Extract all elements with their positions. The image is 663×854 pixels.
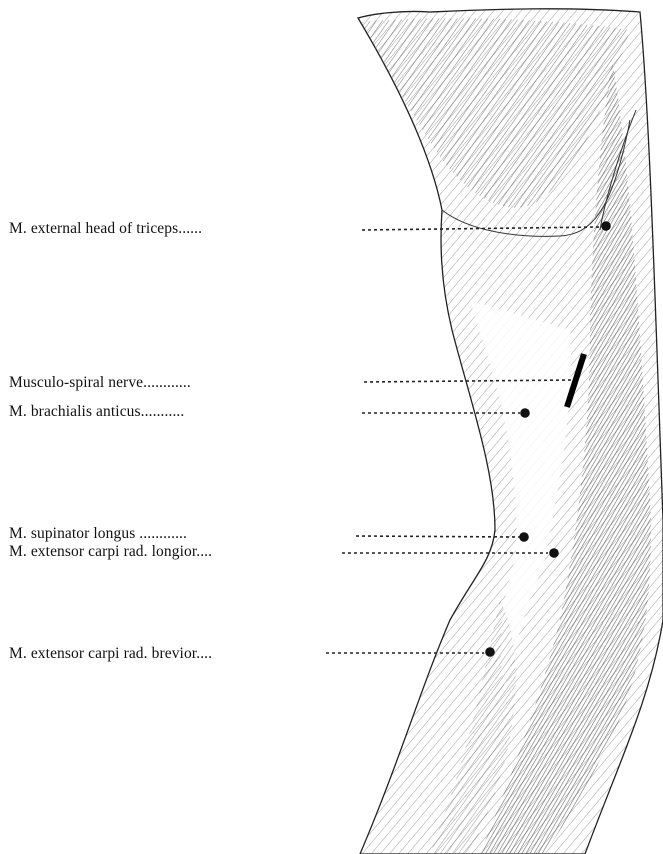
point-supinator-longus — [519, 532, 529, 542]
arm-outline — [358, 9, 663, 854]
point-brachialis-anticus — [520, 408, 530, 418]
label-external-head-triceps: M. external head of triceps...... — [9, 220, 202, 237]
label-supinator-longus: M. supinator longus ............ — [9, 525, 187, 542]
point-external-head-triceps — [601, 221, 611, 231]
point-ext-carpi-rad-brevior — [485, 647, 495, 657]
leader-supinator-longus — [356, 536, 520, 537]
label-musculo-spiral-nerve: Musculo-spiral nerve............ — [9, 374, 191, 391]
label-brachialis-anticus: M. brachialis anticus........... — [9, 403, 184, 420]
label-ext-carpi-rad-brevior: M. extensor carpi rad. brevior.... — [9, 645, 212, 662]
point-ext-carpi-rad-longior — [549, 548, 559, 558]
label-ext-carpi-rad-longior: M. extensor carpi rad. longior.... — [9, 543, 212, 560]
